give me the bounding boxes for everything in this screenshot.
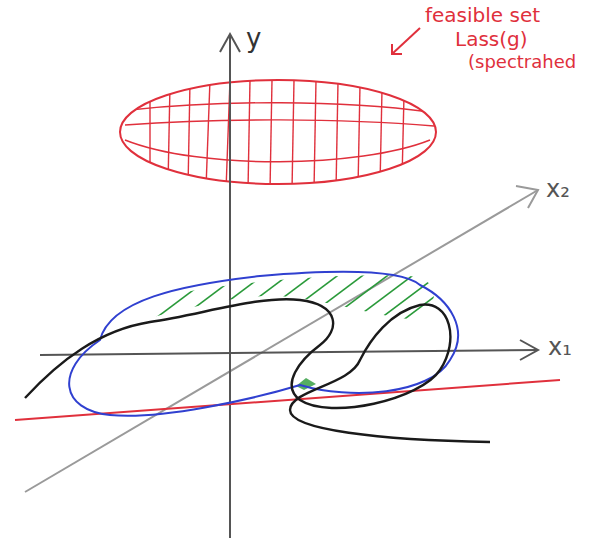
callout-arrow xyxy=(392,28,420,54)
y-axis xyxy=(220,34,240,538)
annotation-text: feasible set xyxy=(425,4,540,26)
feasible-set xyxy=(120,80,436,190)
blue-curve xyxy=(69,272,458,416)
red-line xyxy=(15,380,560,420)
axis-label: x₂ xyxy=(546,176,570,202)
black-curve xyxy=(25,299,490,442)
x2-axis xyxy=(25,186,538,492)
annotation-text: Lass(g) xyxy=(455,28,528,50)
axis-label: x₁ xyxy=(548,334,572,360)
axis-label: y xyxy=(246,24,261,53)
annotation-text: (spectrahed xyxy=(468,52,576,72)
x1-axis xyxy=(40,340,538,360)
